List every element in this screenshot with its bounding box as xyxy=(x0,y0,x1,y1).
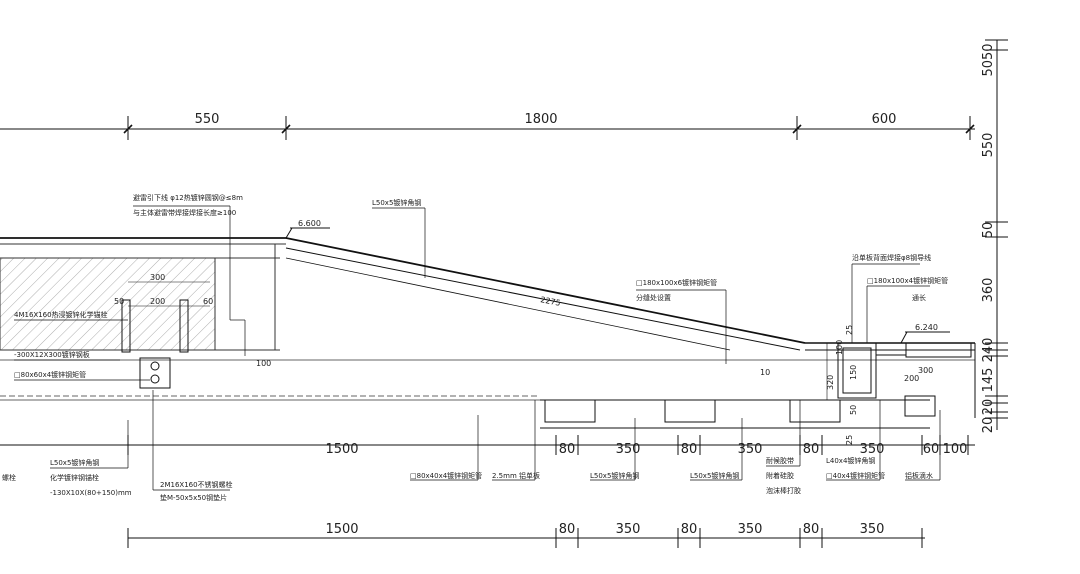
right-dimension-line xyxy=(985,39,1008,430)
note-panel: 2.5mm 铝单板 xyxy=(492,471,540,480)
right-dim-145: 145 xyxy=(981,368,996,393)
bottom1-dim-80c: 80 xyxy=(803,442,820,457)
note-bolt-mid-1: 2M16X160不锈钢螺栓 xyxy=(160,480,233,489)
right-dim-20a: 20 xyxy=(981,399,996,416)
note-right-1: 沿单板背面焊接φ8钢导线 xyxy=(852,253,931,262)
inner-dims-lines xyxy=(128,281,828,400)
bottom2-dim-80c: 80 xyxy=(803,522,820,537)
note-angle-bottom-3: L50x5镀锌角钢 xyxy=(690,471,739,480)
elevation-6240: 6.240 xyxy=(915,323,938,332)
note-foam-2: 附着硅胶 xyxy=(766,471,794,480)
inner-dim-100: 100 xyxy=(256,359,271,368)
bottom-dimension-line-1 xyxy=(0,435,975,455)
note-angle-top: L50x5镀锌角钢 xyxy=(372,198,421,207)
anchor-bolts xyxy=(121,299,189,389)
note-drip: 铝板滴水 xyxy=(905,471,933,480)
bottom1-dim-350b: 350 xyxy=(738,442,763,457)
note-tube-bottom: □80x40x4镀锌钢矩管 xyxy=(410,471,482,480)
leader-lines xyxy=(14,205,941,491)
top-dimension-line xyxy=(0,116,975,140)
steel-tube-right xyxy=(837,342,976,418)
top-dim-550: 550 xyxy=(195,112,220,127)
inner-dim-25b: 25 xyxy=(845,435,854,445)
right-dim-550: 550 xyxy=(981,133,996,158)
bottom2-dim-80a: 80 xyxy=(559,522,576,537)
inner-dim-25: 25 xyxy=(845,325,854,335)
bottom2-dim-350a: 350 xyxy=(616,522,641,537)
bottom1-dim-60: 60 xyxy=(923,442,940,457)
bottom1-dim-350c: 350 xyxy=(860,442,885,457)
bottom2-dim-80b: 80 xyxy=(681,522,698,537)
inner-dim-300b: 300 xyxy=(918,366,933,375)
note-tube-mid-sub: 分缝处设置 xyxy=(636,293,671,302)
inner-dim-320: 320 xyxy=(826,375,835,390)
inner-dim-200: 200 xyxy=(150,297,165,306)
note-right-2: □180x100x4镀锌钢矩管 xyxy=(867,276,948,285)
top-dim-1800: 1800 xyxy=(524,112,557,127)
bottom-brackets xyxy=(540,399,930,429)
note-lightning-2: 与主体避雷带焊接焊接长度≥100 xyxy=(133,208,236,217)
right-dim-20b: 20 xyxy=(981,417,996,434)
note-left-cut: 螺栓 xyxy=(2,473,16,482)
bottom1-dim-1500: 1500 xyxy=(325,442,358,457)
note-foam-3: 泡沫棒打胶 xyxy=(766,486,801,495)
right-dim-240: 240 xyxy=(981,338,996,363)
inner-dim-50: 50 xyxy=(114,297,124,306)
bottom1-dim-100: 100 xyxy=(943,442,968,457)
bottom2-dim-350b: 350 xyxy=(738,522,763,537)
note-anchor-bolt: 4M16X160热浸镀锌化学锚栓 xyxy=(14,310,108,319)
note-tube-left: □80x60x4镀锌钢矩管 xyxy=(14,370,86,379)
note-foam-1: 耐候胶带 xyxy=(766,456,794,465)
inner-dim-10: 10 xyxy=(760,368,770,377)
elevation-marker-6240 xyxy=(900,331,950,344)
note-plate: -300X12X300镀锌钢板 xyxy=(14,350,90,359)
bottom-dimension-line-2 xyxy=(127,528,925,548)
note-angle-bottom-1: L50x5镀锌角钢 xyxy=(50,458,99,467)
bottom2-dim-350c: 350 xyxy=(860,522,885,537)
elevation-marker-6600 xyxy=(285,227,330,239)
top-dim-600: 600 xyxy=(872,112,897,127)
note-tube-mid: □180x100x6镀锌钢矩管 xyxy=(636,278,717,287)
right-dim-360: 360 xyxy=(981,278,996,303)
inner-dim-100a: 100 xyxy=(835,340,844,355)
right-dim-5050: 5050 xyxy=(981,43,996,76)
note-bolt-left-2: -130X10X(80+150)mm xyxy=(50,489,132,497)
note-bolt-mid-2: 垫M-50x5x50钢垫片 xyxy=(160,493,227,502)
inner-dim-50b: 50 xyxy=(849,405,858,415)
bottom1-dim-350a: 350 xyxy=(616,442,641,457)
inner-dim-300: 300 xyxy=(150,273,165,282)
bottom1-dim-80a: 80 xyxy=(559,442,576,457)
elevation-6600: 6.600 xyxy=(298,219,321,228)
inner-dim-2275: 2275 xyxy=(540,295,562,308)
note-bolt-left-1: 化学镀锌钢锚栓 xyxy=(50,473,99,482)
note-angle-bottom-2: L50x5镀锌角钢 xyxy=(590,471,639,480)
inner-dim-200b: 200 xyxy=(904,374,919,383)
note-angle-bottom-4: L40x4镀锌角钢 xyxy=(826,456,875,465)
inner-dim-60: 60 xyxy=(203,297,213,306)
bottom2-dim-1500: 1500 xyxy=(325,522,358,537)
bottom1-dim-80b: 80 xyxy=(681,442,698,457)
note-lightning-1: 避雷引下线 φ12热镀锌圆钢@≤8m xyxy=(133,193,243,202)
right-dim-50: 50 xyxy=(981,222,996,239)
note-tube-bottom-2: □40x4镀锌钢矩管 xyxy=(826,471,885,480)
note-right-3: 通长 xyxy=(912,293,926,302)
inner-dim-150: 150 xyxy=(849,365,858,380)
concrete-wall xyxy=(0,243,975,401)
